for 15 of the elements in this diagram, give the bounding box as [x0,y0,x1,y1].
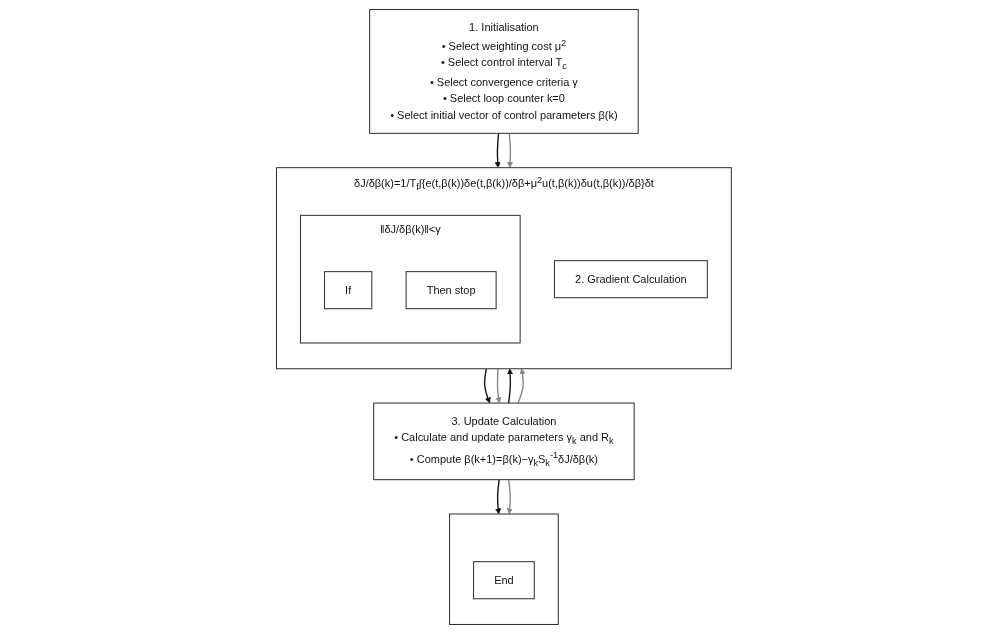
cluster [449,513,559,625]
arrow [507,368,514,404]
arrow [507,132,514,168]
node-box: If [324,271,373,310]
node-box: 1. Initialisation • Select weighting cost μ$^{2}$ • Select control interval T$_{c}$ • Select convergence criteria γ • Select loop counter k=0 • Select initial vector of control parameters β(k) [369,9,639,134]
arrow [494,132,501,168]
arrow [495,368,502,404]
arrow [506,479,513,515]
arrow [517,368,526,404]
arrow [484,368,491,404]
arrow [495,479,502,515]
node-box: End [473,561,535,600]
node-box: 3. Update Calculation • Calculate and update parameters γ$_{k}$ and R$_{k}$ • Compute β(k+1)=β(k)−γ$_{k}$S$_{k}$$^{-1}$δJ/δβ(k) [373,402,635,481]
node-box: 2. Gradient Calculation [554,260,708,299]
node-box: Then stop [405,271,497,310]
